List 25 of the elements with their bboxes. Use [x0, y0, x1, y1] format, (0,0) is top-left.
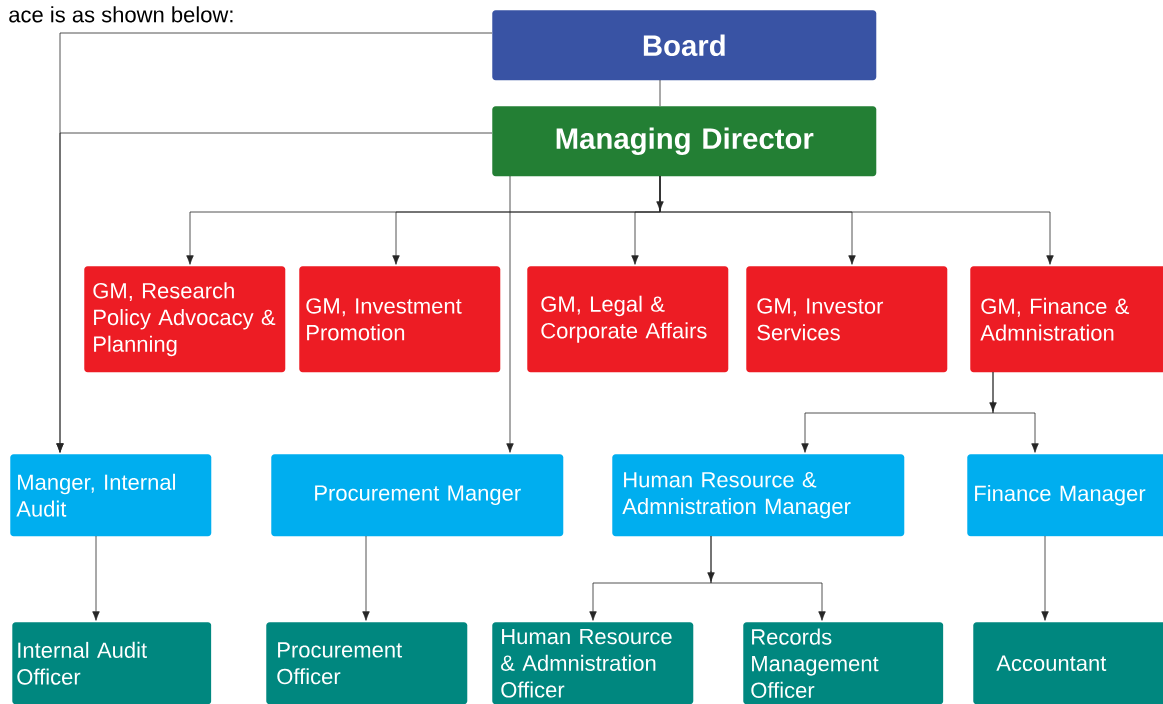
connector-arrow [56, 132, 493, 453]
manager-box: GM, Finance & Admnistration [970, 266, 1163, 373]
connector-arrow [659, 175, 1054, 265]
department-box: Human Resource & Admnistration Manager [612, 454, 905, 537]
connector-arrow [92, 535, 100, 621]
department-box: Procurement Manger [271, 454, 564, 537]
connector-arrow [992, 371, 1039, 453]
department-box: Manger, Internal Audit [10, 454, 212, 537]
manager-box: GM, Legal & Corporate Affairs [527, 266, 729, 373]
intro-text: ace is as shown below: [9, 6, 233, 23]
connector-arrow [362, 535, 370, 621]
manager-box: GM, Investor Services [746, 266, 948, 373]
officer-box: Records Management Officer [743, 622, 944, 704]
board-box: Board [492, 10, 877, 81]
manager-box: GM, Investment Promotion [299, 266, 501, 373]
director-box: Managing Director [492, 106, 877, 177]
connector-arrow [506, 175, 514, 453]
connector-arrow [710, 535, 826, 621]
officer-box: Procurement Officer [266, 622, 468, 704]
officer-box: Human Resource & Admnistration Officer [492, 622, 694, 704]
officer-box: Internal Audit Officer [12, 622, 212, 704]
department-box: Finance Manager [967, 454, 1163, 537]
officer-box: Accountant [973, 622, 1163, 704]
connector-arrow [1041, 535, 1049, 621]
manager-box: GM, Research Policy Advocacy & Planning [84, 266, 286, 373]
